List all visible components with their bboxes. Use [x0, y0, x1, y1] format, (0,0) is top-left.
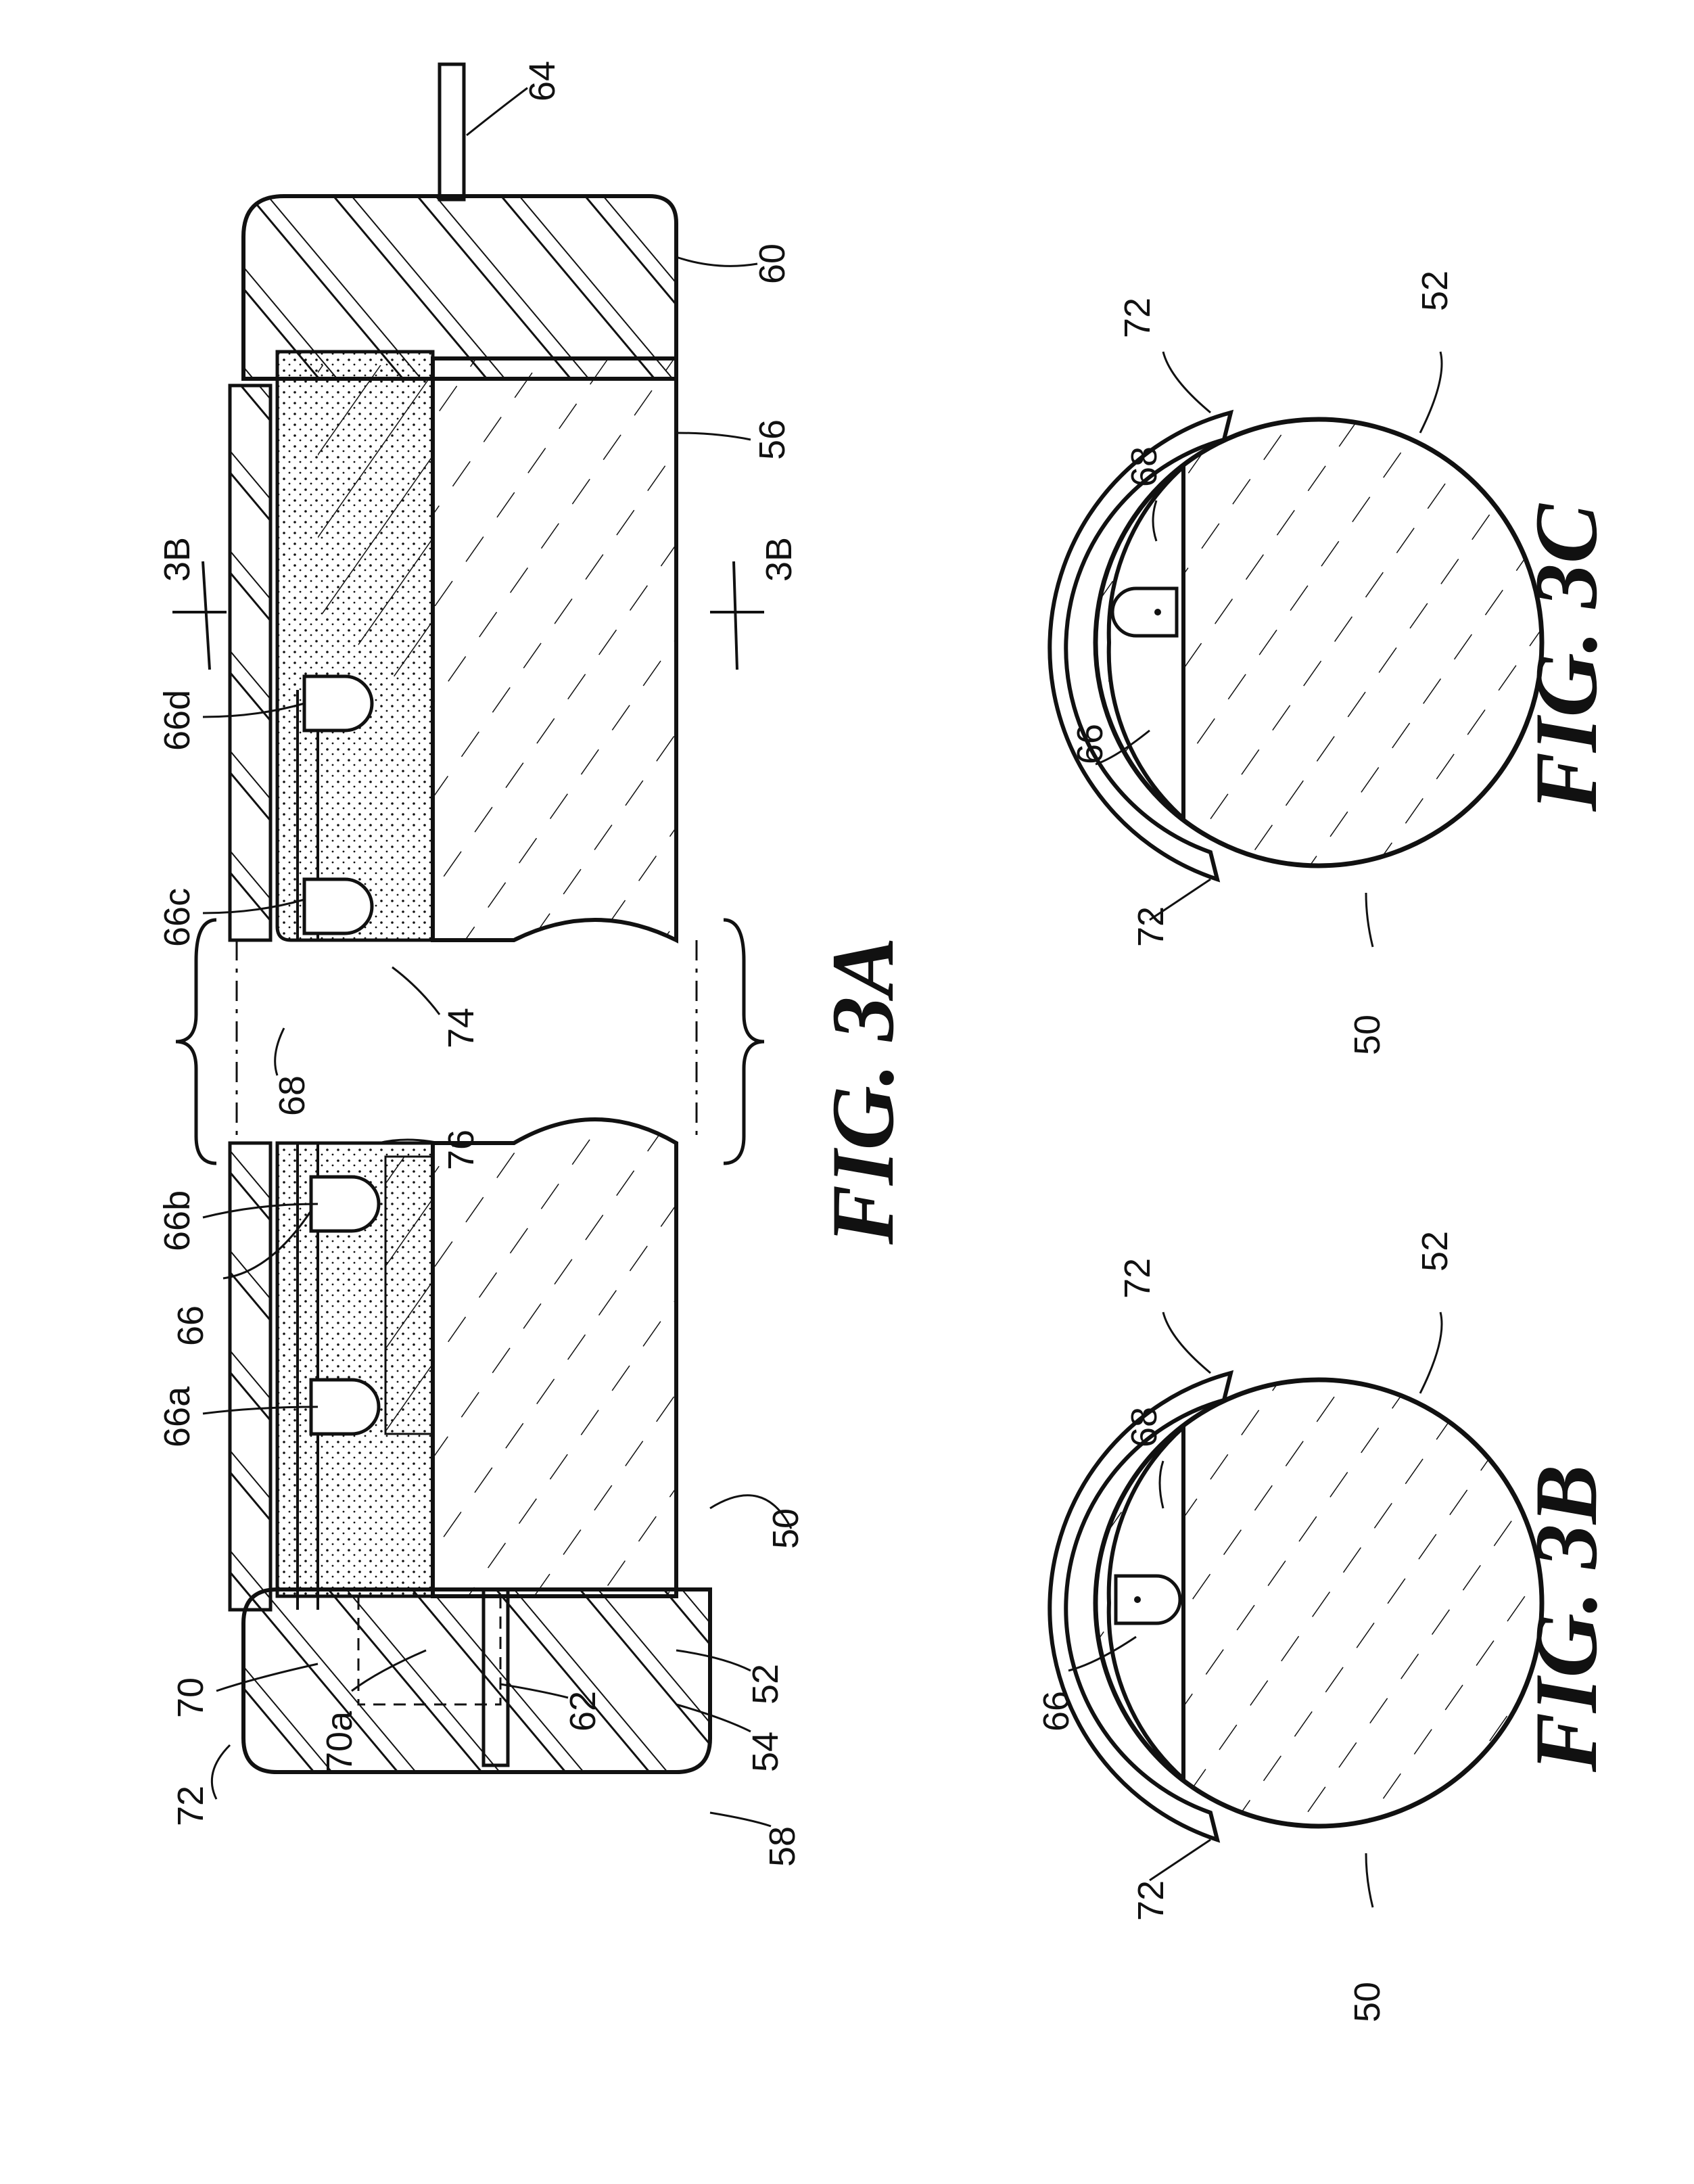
label-66-3b: 66 [1036, 1691, 1077, 1732]
cover-72-3b [1048, 1370, 1234, 1843]
label-66: 66 [170, 1305, 211, 1346]
lead-wire-64 [438, 62, 466, 202]
housing-52-upper [431, 356, 678, 944]
housing-52-lower [431, 1117, 678, 1598]
label-72-3c-bottom: 72 [1131, 906, 1171, 947]
label-66a: 66a [157, 1386, 197, 1447]
label-68: 68 [272, 1075, 312, 1116]
fig-3c-drawing [1048, 409, 1545, 883]
label-70a: 70a [319, 1711, 360, 1772]
label-3b-left: 3B [157, 537, 197, 582]
label-66c: 66c [157, 888, 197, 947]
fig-3a-labels: 64 60 56 3B 3B 66d 66c 74 68 76 66b 66 6… [157, 61, 806, 1867]
label-62: 62 [563, 1691, 603, 1732]
label-56: 56 [752, 419, 793, 460]
led-66d [302, 674, 374, 733]
label-64: 64 [522, 61, 563, 101]
led-66-3b [1114, 1574, 1182, 1625]
label-68-3c: 68 [1124, 446, 1164, 487]
fig-3a-drawing [172, 62, 765, 1774]
led-66-3b-dot [1134, 1596, 1141, 1603]
led-66c [302, 877, 374, 935]
label-72-3b-top: 72 [1117, 1258, 1158, 1299]
cover-72-3c [1048, 409, 1234, 883]
label-76: 76 [441, 1130, 481, 1170]
break-brace-right [723, 918, 765, 1165]
substrate-76 [384, 1155, 434, 1435]
label-50-3c: 50 [1347, 1015, 1388, 1055]
label-54: 54 [745, 1732, 786, 1772]
label-66b: 66b [157, 1190, 197, 1251]
label-60: 60 [752, 243, 793, 284]
label-72-3c-top: 72 [1117, 298, 1158, 338]
label-72: 72 [170, 1786, 211, 1826]
section-line-3b-left [202, 561, 211, 670]
label-66-3c: 66 [1070, 724, 1110, 764]
label-52-3c: 52 [1415, 271, 1455, 311]
label-72-3b-bottom: 72 [1131, 1880, 1171, 1921]
fig-3a-leaders [202, 87, 793, 1828]
section-line-3b-right [732, 561, 738, 670]
led-66-3c-dot [1154, 609, 1161, 615]
housing-52-circle-3c [1093, 417, 1545, 868]
label-70: 70 [170, 1677, 211, 1718]
label-74: 74 [441, 1008, 481, 1048]
cover-72-upper [228, 384, 273, 942]
cover-72-lower [228, 1141, 273, 1612]
end-cap-58 [241, 1587, 712, 1774]
housing-52-circle-3b [1093, 1377, 1545, 1829]
label-52: 52 [745, 1664, 786, 1704]
label-68-3b: 68 [1124, 1407, 1164, 1447]
end-cap-60 [241, 194, 678, 381]
fig-3c-leaders [1095, 351, 1443, 948]
encapsulant-68-upper-hatch [318, 365, 433, 710]
label-50: 50 [766, 1508, 806, 1549]
caption-fig-3b: FIG. 3B [1516, 1464, 1616, 1773]
break-brace-left [175, 918, 217, 1165]
led-66b [309, 1175, 381, 1233]
fig-3b-labels: 72 52 68 66 72 50 [1036, 1231, 1455, 2022]
fig-3c-labels: 72 52 68 66 72 50 [1070, 271, 1455, 1055]
label-52-3b: 52 [1415, 1231, 1455, 1272]
caption-fig-3a: FIG. 3A [813, 937, 912, 1245]
fig-3b-drawing [1048, 1370, 1545, 1843]
caption-fig-3c: FIG. 3C [1516, 503, 1616, 812]
led-66a [309, 1378, 381, 1436]
led-66-3c [1110, 586, 1179, 638]
label-3b-right: 3B [759, 537, 799, 582]
label-58: 58 [762, 1826, 803, 1867]
label-50-3b: 50 [1347, 1982, 1388, 2022]
label-66d: 66d [157, 690, 197, 751]
encapsulant-68-3c [1106, 462, 1185, 823]
fig-3b-leaders [1068, 1311, 1443, 1908]
